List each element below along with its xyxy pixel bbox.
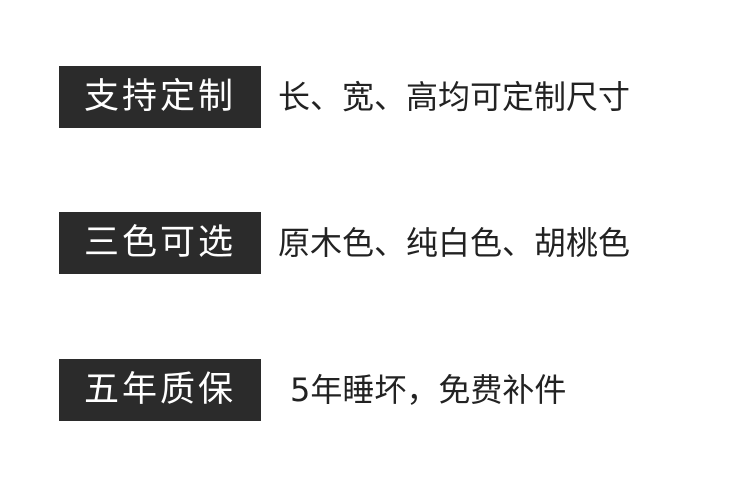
feature-description: 长、宽、高均可定制尺寸 [278,78,631,116]
feature-description: 原木色、纯白色、胡桃色 [278,224,631,262]
feature-description: 5年睡坏，免费补件 [290,371,567,409]
feature-row-colors: 三色可选 原木色、纯白色、胡桃色 [0,212,750,274]
feature-row-customization: 支持定制 长、宽、高均可定制尺寸 [0,66,750,128]
feature-badge: 支持定制 [59,66,261,128]
feature-row-warranty: 五年质保 5年睡坏，免费补件 [0,359,750,421]
feature-badge: 五年质保 [59,359,261,421]
feature-badge: 三色可选 [59,212,261,274]
